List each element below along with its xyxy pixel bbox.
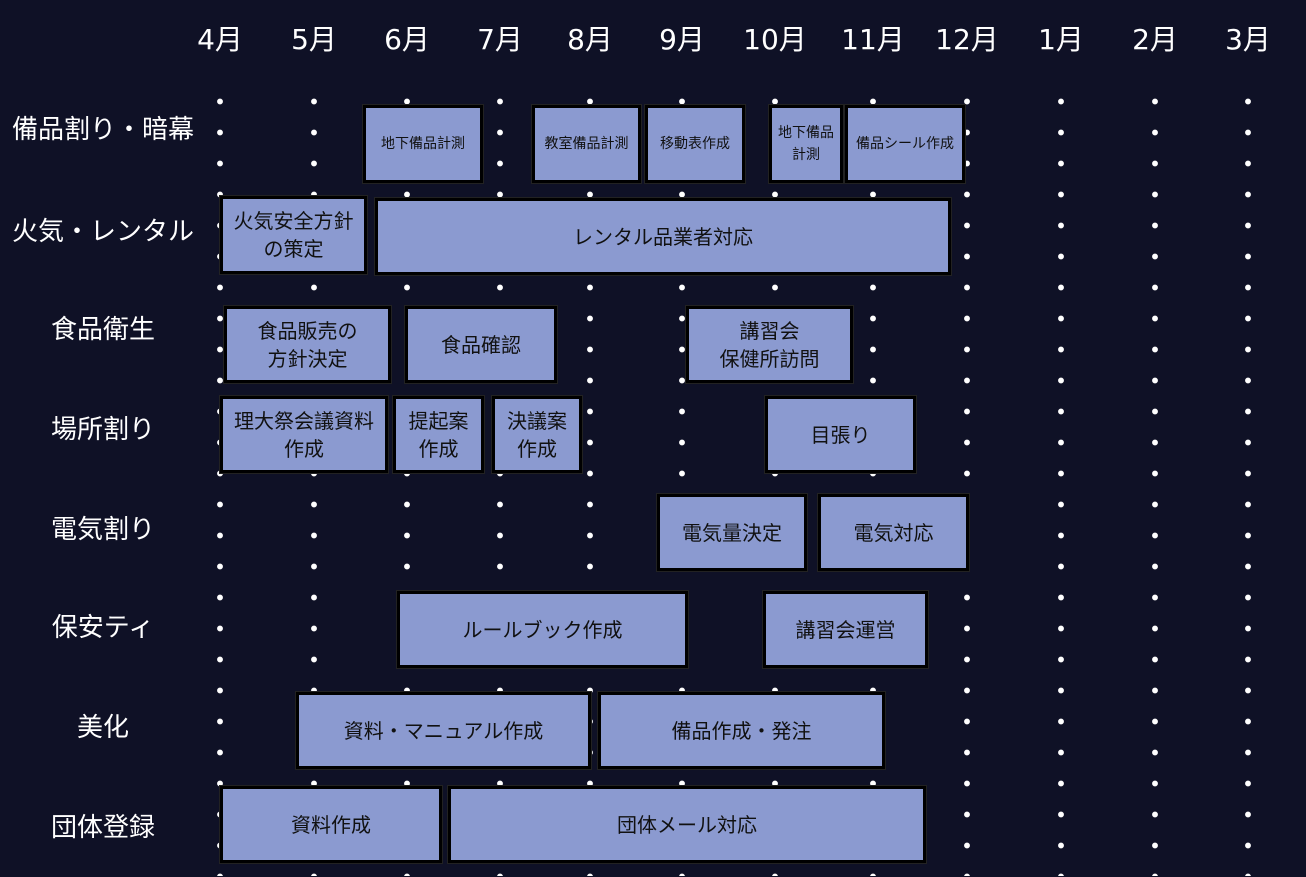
row-label: 場所割り (50, 415, 155, 445)
month-label: 9月 (659, 23, 705, 56)
dotted-gridline (216, 86, 224, 876)
task-bar[interactable]: 資料・マニュアル作成 (296, 692, 591, 769)
month-label: 7月 (477, 23, 523, 56)
task-bar[interactable]: 電気量決定 (657, 494, 807, 571)
dotted-gridline (1244, 86, 1252, 876)
task-bar[interactable]: 地下備品 計測 (769, 105, 843, 183)
month-label: 4月 (197, 23, 243, 56)
dotted-gridline (496, 86, 504, 876)
dotted-gridline (403, 86, 411, 876)
dotted-gridline (771, 86, 779, 876)
month-label: 5月 (291, 23, 337, 56)
task-bar[interactable]: 食品販売の 方針決定 (224, 306, 391, 383)
dotted-gridline (678, 86, 686, 876)
task-bar[interactable]: 火気安全方針 の策定 (220, 196, 367, 274)
row-label: 美化 (76, 713, 129, 743)
task-bar[interactable]: 資料作成 (220, 786, 442, 863)
task-bar[interactable]: 電気対応 (818, 494, 969, 571)
task-bar[interactable]: 地下備品計測 (363, 105, 483, 183)
month-label: 12月 (935, 23, 999, 56)
month-label: 11月 (841, 23, 905, 56)
task-bar[interactable]: 移動表作成 (645, 105, 745, 183)
task-bar[interactable]: 食品確認 (405, 306, 557, 383)
month-label: 3月 (1225, 23, 1271, 56)
dotted-gridline (310, 86, 318, 876)
dotted-gridline (963, 86, 971, 876)
row-label: 団体登録 (50, 813, 155, 843)
month-label: 2月 (1132, 23, 1178, 56)
dotted-gridline (1151, 86, 1159, 876)
row-label: 電気割り (50, 515, 155, 545)
row-label: 火気・レンタル (11, 217, 194, 247)
row-label: 保安ティ (51, 613, 155, 643)
dotted-gridline (869, 86, 877, 876)
task-bar[interactable]: 教室備品計測 (532, 105, 641, 183)
month-label: 10月 (743, 23, 807, 56)
dotted-gridline (586, 86, 594, 876)
task-bar[interactable]: ルールブック作成 (397, 591, 688, 668)
task-bar[interactable]: 講習会 保健所訪問 (686, 306, 853, 383)
task-bar[interactable]: 決議案 作成 (492, 396, 582, 473)
task-bar[interactable]: 目張り (765, 396, 916, 473)
row-label: 備品割り・暗幕 (11, 115, 194, 145)
task-bar[interactable]: 提起案 作成 (393, 396, 484, 473)
dotted-gridline (1057, 86, 1065, 876)
task-bar[interactable]: 備品シール作成 (845, 105, 965, 183)
month-label: 6月 (384, 23, 430, 56)
task-bar[interactable]: レンタル品業者対応 (375, 198, 951, 275)
task-bar[interactable]: 団体メール対応 (448, 786, 926, 863)
row-label: 食品衛生 (50, 315, 155, 345)
task-bar[interactable]: 備品作成・発注 (598, 692, 885, 769)
task-bar[interactable]: 理大祭会議資料 作成 (220, 396, 388, 473)
task-bar[interactable]: 講習会運営 (763, 591, 928, 668)
month-label: 1月 (1038, 23, 1084, 56)
month-label: 8月 (567, 23, 613, 56)
